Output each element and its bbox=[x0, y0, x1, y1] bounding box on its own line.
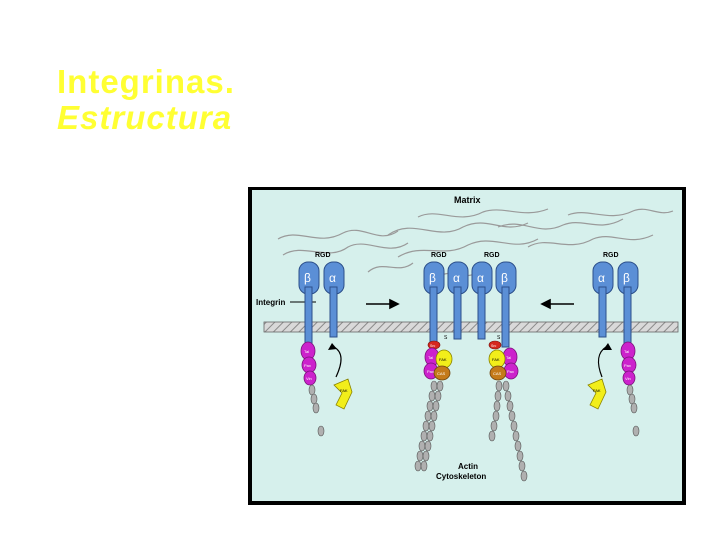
vin-label-right: Vin bbox=[625, 376, 631, 381]
clustering-arrow-left bbox=[540, 298, 574, 310]
slide-title-line2: Estructura bbox=[57, 99, 233, 136]
vin-label-left: Vin bbox=[306, 376, 312, 381]
pax-label-cl: Pax bbox=[427, 369, 434, 374]
fak-label-right: FAK bbox=[593, 388, 601, 393]
center-left-cytoplasmic-complex: S Src Tal Pax FAK CAS bbox=[414, 335, 453, 472]
beta-subunit-stalk bbox=[304, 286, 313, 348]
integrin-diagram: Matrix RGD RGD RGD RGD Integrin β α β α bbox=[248, 187, 686, 505]
alpha-symbol-4: α bbox=[598, 271, 605, 285]
integrin-center-right bbox=[471, 261, 517, 348]
alpha-symbol-1: α bbox=[329, 271, 336, 285]
rgd-label-3: RGD bbox=[484, 252, 500, 259]
integrin-right bbox=[592, 261, 639, 348]
actin-filament-cr-1 bbox=[502, 380, 528, 482]
fak-blob-right bbox=[587, 378, 607, 410]
alpha-symbol-3: α bbox=[477, 271, 484, 285]
s-label-right: S bbox=[497, 335, 501, 341]
figure-background bbox=[252, 190, 682, 501]
fak-label-left: FAK bbox=[340, 388, 348, 393]
alpha-subunit-stalk bbox=[477, 286, 486, 340]
integrin-label: Integrin bbox=[256, 298, 285, 307]
fak-label-cl: FAK bbox=[439, 357, 447, 362]
rgd-label-2: RGD bbox=[431, 252, 447, 259]
fak-label-cr: FAK bbox=[492, 357, 500, 362]
tal-label-right: Tal bbox=[624, 349, 629, 354]
actin-label-line2: Cytoskeleton bbox=[436, 472, 486, 481]
pax-label-cr: Pax bbox=[507, 369, 514, 374]
cas-blob bbox=[489, 365, 507, 381]
integrin-left bbox=[298, 261, 345, 348]
pax-label-right: Pax bbox=[624, 363, 631, 368]
matrix-label: Matrix bbox=[454, 195, 481, 205]
actin-short-right bbox=[626, 384, 640, 437]
actin-label-line1: Actin bbox=[458, 462, 478, 471]
integrin-center-left bbox=[423, 261, 469, 348]
src-label-right: Src bbox=[491, 344, 497, 348]
left-cytoplasmic-complex: Tal Pax Vin FAK bbox=[300, 341, 353, 437]
cell-membrane bbox=[263, 321, 679, 333]
tal-label-cr: Tal bbox=[506, 355, 511, 360]
actin-filament-cl-1 bbox=[414, 380, 438, 472]
beta-symbol-4: β bbox=[623, 271, 630, 285]
cas-label-cr: CAS bbox=[493, 371, 502, 376]
beta-symbol-2: β bbox=[429, 271, 436, 285]
beta-subunit-stalk bbox=[429, 286, 438, 348]
fak-blob-left bbox=[333, 378, 353, 410]
alpha-subunit-stalk bbox=[329, 286, 338, 338]
cas-label-cl: CAS bbox=[437, 371, 446, 376]
src-blob-right bbox=[488, 340, 502, 350]
actin-filament-cl-2 bbox=[420, 380, 444, 472]
beta-symbol-1: β bbox=[304, 271, 311, 285]
alpha-subunit-stalk bbox=[598, 286, 607, 338]
src-label-left: Src bbox=[430, 344, 436, 348]
vinculin-blob bbox=[303, 370, 317, 386]
center-right-cytoplasmic-complex: S Src Tal Pax FAK CAS bbox=[488, 335, 528, 482]
clustering-arrow-right bbox=[366, 298, 400, 310]
alpha-subunit-stalk bbox=[453, 286, 462, 340]
integrin-diagram-svg: Matrix RGD RGD RGD RGD Integrin β α β α bbox=[248, 187, 686, 505]
s-label-left: S bbox=[444, 335, 448, 341]
rgd-label-1: RGD bbox=[315, 252, 331, 259]
cas-blob bbox=[433, 365, 451, 381]
pax-label-left: Pax bbox=[304, 363, 311, 368]
beta-subunit-stalk bbox=[623, 286, 632, 348]
actin-filament-cr-2 bbox=[488, 380, 503, 442]
slide-title: Integrinas. Estructura bbox=[57, 64, 235, 136]
right-cytoplasmic-complex: Tal Pax Vin FAK bbox=[587, 341, 640, 437]
beta-symbol-3: β bbox=[501, 271, 508, 285]
tal-label-left: Tal bbox=[304, 349, 309, 354]
alpha-symbol-2: α bbox=[453, 271, 460, 285]
slide-title-line1: Integrinas. bbox=[57, 63, 235, 100]
rgd-label-4: RGD bbox=[603, 252, 619, 259]
beta-subunit-stalk bbox=[501, 286, 510, 348]
actin-short-left bbox=[308, 384, 325, 437]
tal-label-cl: Tal bbox=[428, 355, 433, 360]
